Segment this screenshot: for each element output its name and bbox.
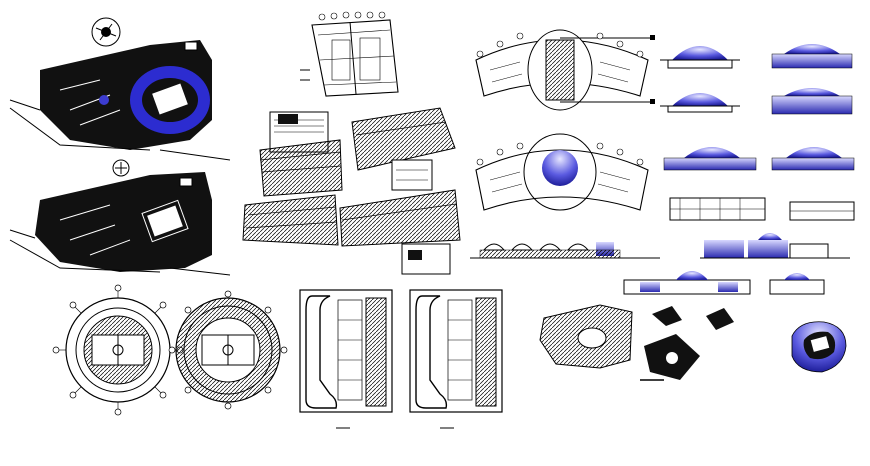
dome-elevation-1 (660, 46, 740, 69)
site-plan-upper (9, 40, 231, 161)
arena-plan-round-b (168, 290, 288, 410)
long-elevation (470, 242, 660, 259)
compass-icon (91, 17, 121, 47)
dome-elevation-6 (771, 147, 855, 171)
arena-plan-round-a (52, 284, 184, 416)
stadium-model-blue (791, 321, 847, 373)
grandstand-fan-plan (300, 11, 399, 97)
dome-elevation-2 (771, 44, 853, 69)
curved-arena-plan-dome (475, 133, 649, 211)
compass-icon-small (112, 159, 130, 177)
site-detail-plans (539, 304, 734, 381)
dome-elevation-3 (660, 93, 740, 113)
side-elevations (470, 197, 855, 295)
long-plan-b (409, 289, 503, 429)
site-plan-lower (9, 172, 231, 276)
dome-elevation-5 (663, 147, 757, 171)
curved-arena-plan-top (475, 29, 655, 111)
dome-elevations (660, 44, 855, 171)
long-plan-a (299, 289, 393, 429)
elevation-pair-bottom (623, 271, 825, 295)
elevation-pair-right (700, 233, 850, 259)
dome-elevation-4 (771, 88, 853, 115)
seating-section-left (242, 111, 343, 246)
seating-section-right (339, 107, 461, 275)
